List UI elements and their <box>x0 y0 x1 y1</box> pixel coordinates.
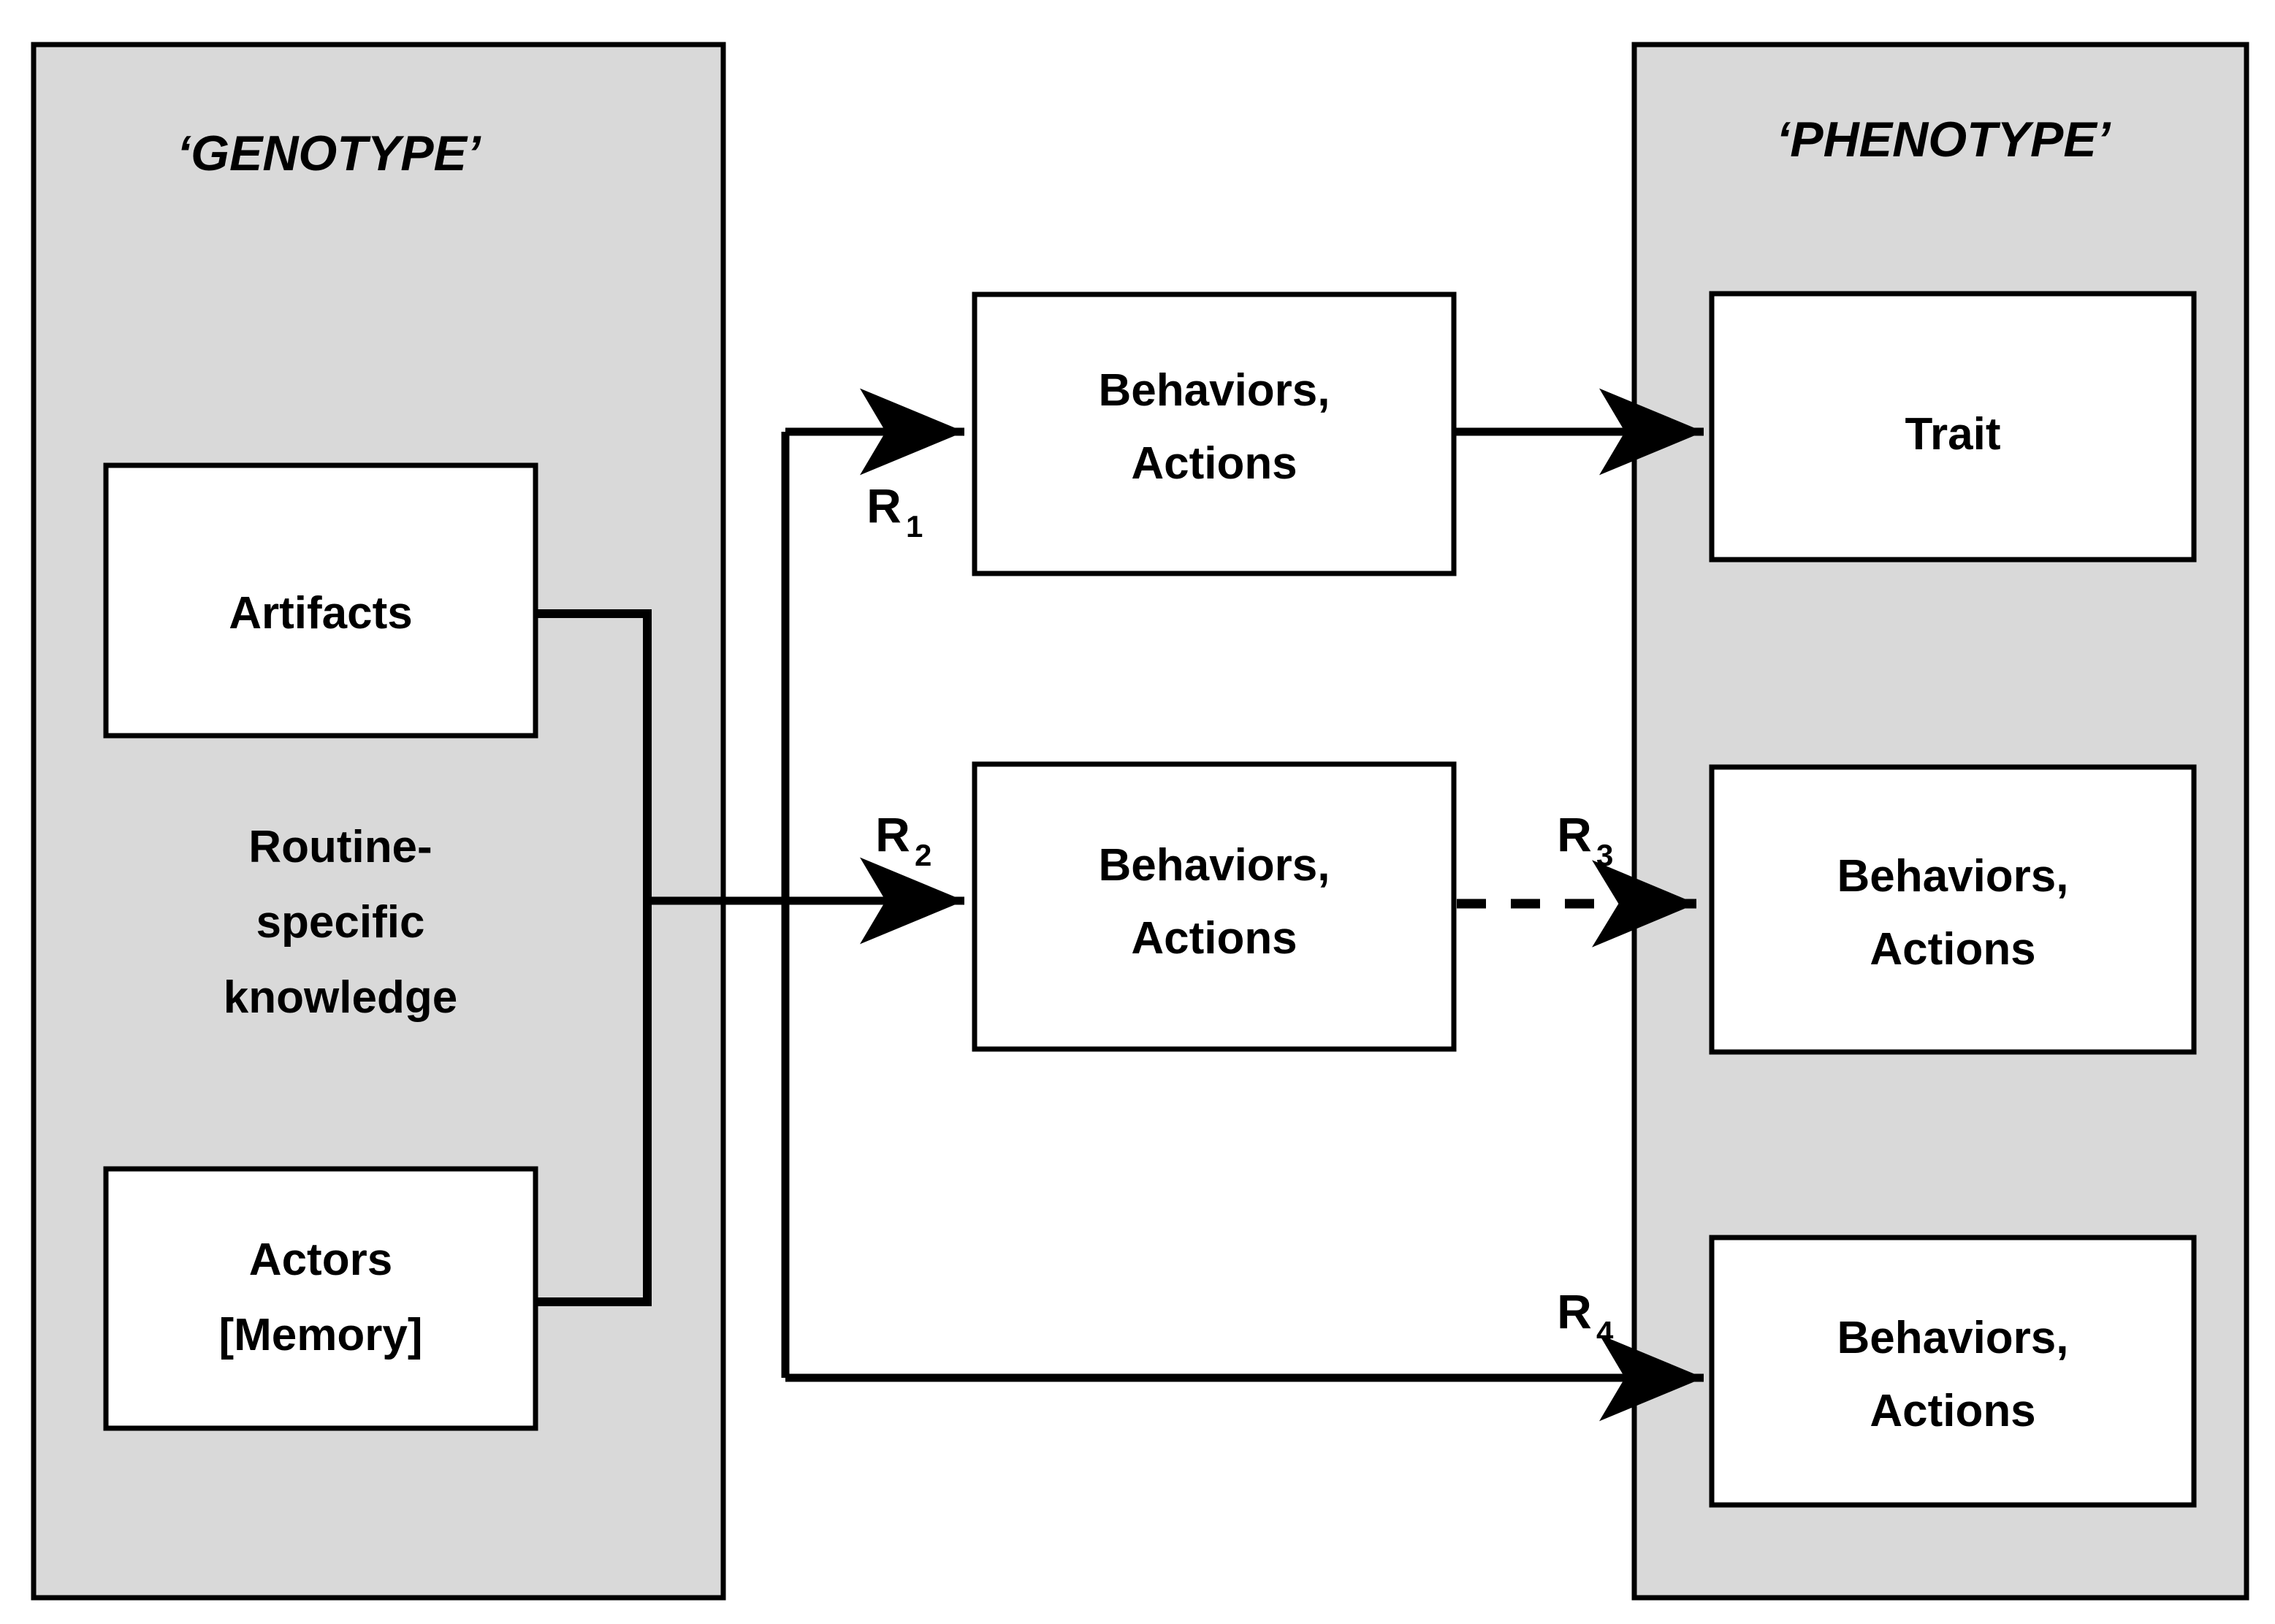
edge-label-r3-sub: 3 <box>1596 838 1613 872</box>
edge-label-r3: R 3 <box>1557 807 1613 872</box>
genotype-bracket <box>536 609 652 1306</box>
edge-label-r4-base: R <box>1557 1284 1592 1338</box>
node-behaviors-top-line2: Actions <box>1131 438 1297 489</box>
edge-label-r1: R 1 <box>866 479 923 544</box>
edge-label-r2: R 2 <box>875 807 931 872</box>
genotype-panel-title: ‘GENOTYPE’ <box>177 126 481 181</box>
node-phenotype-behaviors-middle-line1: Behaviors, <box>1837 851 2068 901</box>
node-phenotype-behaviors-bottom-line1: Behaviors, <box>1837 1313 2068 1363</box>
edge-label-r4-sub: 4 <box>1596 1315 1614 1349</box>
node-behaviors-middle-line1: Behaviors, <box>1098 840 1330 891</box>
node-routine-knowledge-line2: specific <box>256 897 425 948</box>
node-actors-memory-line2: [Memory] <box>218 1310 422 1360</box>
node-behaviors-middle-box <box>972 761 1457 1052</box>
node-trait-box <box>1709 291 2197 563</box>
node-phenotype-behaviors-bottom-box <box>1709 1235 2197 1508</box>
node-trait-label: Trait <box>1905 409 2001 460</box>
node-actors-memory-line1: Actors <box>249 1235 392 1285</box>
node-routine-knowledge-line3: knowledge <box>224 972 457 1023</box>
phenotype-panel-title: ‘PHENOTYPE’ <box>1776 112 2111 167</box>
node-behaviors-top-line1: Behaviors, <box>1098 365 1330 416</box>
edge-label-r1-base: R <box>866 479 902 533</box>
node-behaviors-top-box <box>972 291 1457 576</box>
edge-label-r2-base: R <box>875 807 910 861</box>
node-phenotype-behaviors-middle-line2: Actions <box>1870 924 2035 975</box>
node-behaviors-middle-line2: Actions <box>1131 913 1297 964</box>
node-phenotype-behaviors-middle-box <box>1709 764 2197 1055</box>
node-actors-memory-box <box>103 1166 538 1431</box>
edge-label-r4: R 4 <box>1557 1284 1614 1349</box>
node-artifacts-label: Artifacts <box>229 588 413 638</box>
edge-label-r2-sub: 2 <box>915 838 931 872</box>
edge-label-r1-sub: 1 <box>906 509 923 544</box>
node-routine-knowledge-line1: Routine- <box>248 822 432 872</box>
edge-label-r3-base: R <box>1557 807 1592 861</box>
node-phenotype-behaviors-bottom-line2: Actions <box>1870 1386 2035 1436</box>
node-artifacts-box <box>103 462 538 739</box>
